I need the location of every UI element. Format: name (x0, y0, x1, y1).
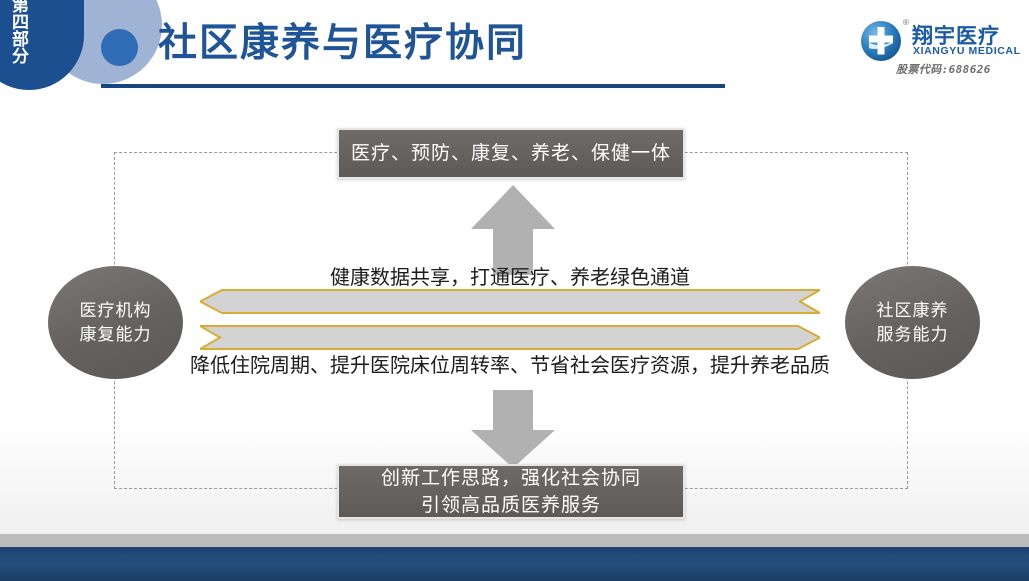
section-tab-label: 第四部分 (9, 0, 28, 64)
brand-logo: ® 翔宇医疗 XIANGYU MEDICAL 股票代码:688626 (860, 18, 1020, 78)
arrow-top-label: 健康数据共享，打通医疗、养老绿色通道 (330, 267, 690, 289)
bottom-outcome-box: 创新工作思路，强化社会协同 引领高品质医养服务 (337, 464, 685, 519)
arrow-right-icon (196, 325, 823, 350)
title-bullet-icon (101, 29, 138, 66)
left-capability-label: 医疗机构 康复能力 (80, 299, 152, 347)
bottom-outcome-label: 创新工作思路，强化社会协同 引领高品质医养服务 (381, 465, 641, 519)
page-title: 社区康养与医疗协同 (158, 22, 528, 65)
top-concept-box: 医疗、预防、康复、养老、保健一体 (337, 128, 685, 179)
bottom-outcome-line2: 引领高品质医养服务 (420, 494, 601, 516)
logo-name-en: XIANGYU MEDICAL (913, 45, 1021, 57)
header-underline (101, 84, 725, 88)
bottom-outcome-line1: 创新工作思路，强化社会协同 (380, 467, 641, 489)
logo-name-cn: 翔宇医疗 (912, 25, 1000, 48)
right-capability-line1: 社区康养 (876, 300, 949, 320)
section-tab: 第四部分 (0, 0, 84, 90)
left-capability-line1: 医疗机构 (79, 300, 152, 320)
registered-mark: ® (903, 18, 909, 27)
arrow-left-icon (197, 289, 824, 314)
left-capability-line2: 康复能力 (79, 324, 152, 344)
top-concept-box-label: 医疗、预防、康复、养老、保健一体 (350, 143, 671, 164)
cross-medical-icon (860, 20, 902, 62)
arrow-down-icon (471, 390, 555, 468)
right-capability-line2: 服务能力 (876, 324, 949, 344)
arrow-bottom-label: 降低住院周期、提升医院床位周转率、节省社会医疗资源，提升养老品质 (190, 355, 830, 377)
logo-stock-code: 股票代码:688626 (896, 63, 991, 76)
right-capability-label: 社区康养 服务能力 (877, 299, 949, 347)
footer-divider (0, 534, 1029, 547)
arrow-up-icon (471, 185, 555, 275)
footer-bar: 翔康复科技，宇健康同行 (0, 547, 1029, 581)
left-capability-ellipse: 医疗机构 康复能力 (48, 266, 183, 379)
right-capability-ellipse: 社区康养 服务能力 (845, 266, 980, 379)
